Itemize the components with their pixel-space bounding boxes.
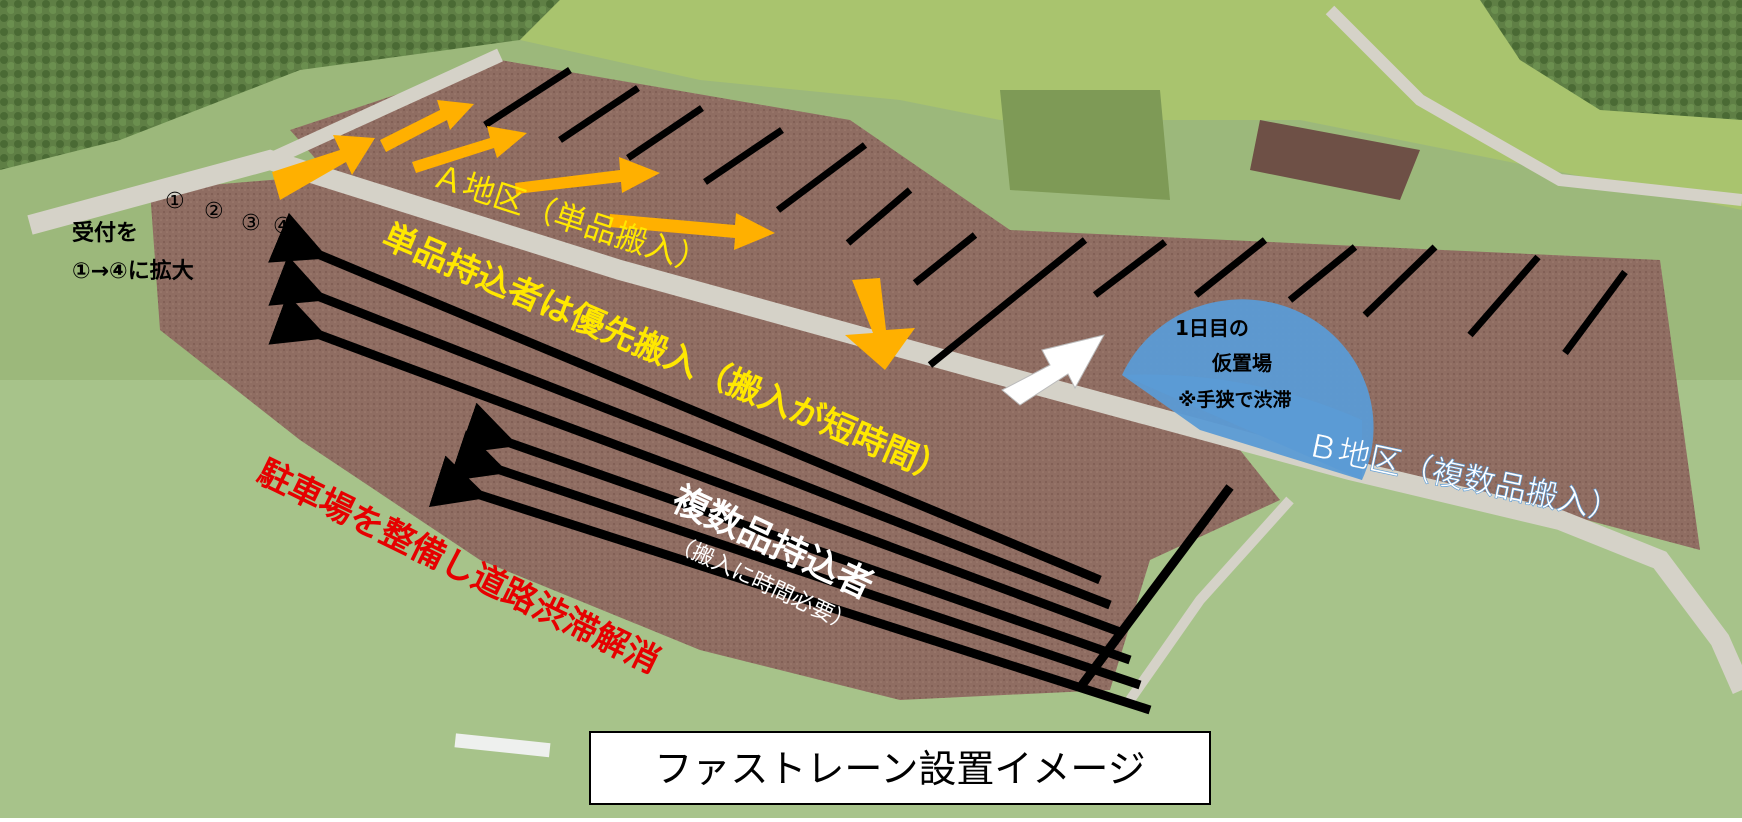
black-arrow-icon (428, 455, 1152, 715)
temp-line3: ※手狭で渋滞 (1178, 388, 1291, 411)
reception-num-3: ③ (241, 211, 261, 236)
black-arrow-icon (268, 255, 1112, 610)
reception-num-2: ② (204, 199, 224, 224)
orange-arrows (272, 100, 915, 370)
field-brown (1250, 120, 1420, 200)
orange-arrow-icon (380, 100, 474, 152)
reception-line1: 受付を (72, 220, 138, 246)
black-arrow-icon (458, 402, 1132, 665)
reception-num-4: ④ (273, 214, 293, 239)
reception-line2: ①→④に拡大 (72, 259, 194, 284)
reception-numbers: ① ② ③ ④ (165, 189, 293, 239)
caption-title: ファストレーン設置イメージ (654, 747, 1145, 791)
orange-arrow-icon (515, 157, 660, 194)
temp-line1: 1日目の (1175, 316, 1249, 340)
parking-lines-a (483, 67, 1628, 368)
temp-storage-zone-base (1122, 374, 1362, 480)
black-arrow-icon (448, 430, 1142, 690)
white-arrow-icon (1001, 334, 1105, 406)
orchard (1000, 90, 1170, 200)
reception-num-1: ① (165, 189, 185, 214)
black-arrow-icon (268, 212, 1102, 585)
road-top-right (1325, 5, 1742, 206)
black-arrow-stem (1078, 484, 1234, 688)
temp-line2: 仮置場 (1211, 351, 1272, 375)
side-path (1125, 496, 1294, 703)
black-arrows (268, 212, 1234, 715)
orange-arrow-icon (412, 126, 527, 173)
big-orange-arrow-icon (845, 278, 915, 370)
road-sign (454, 733, 551, 758)
forest-topleft (0, 0, 560, 170)
black-arrow-icon (268, 294, 1122, 637)
orange-arrow-icon (609, 213, 775, 250)
big-orange-arrow-icon (272, 135, 375, 200)
trees-right (1480, 0, 1742, 120)
upper-road (267, 48, 503, 167)
caption-box (589, 731, 1211, 805)
